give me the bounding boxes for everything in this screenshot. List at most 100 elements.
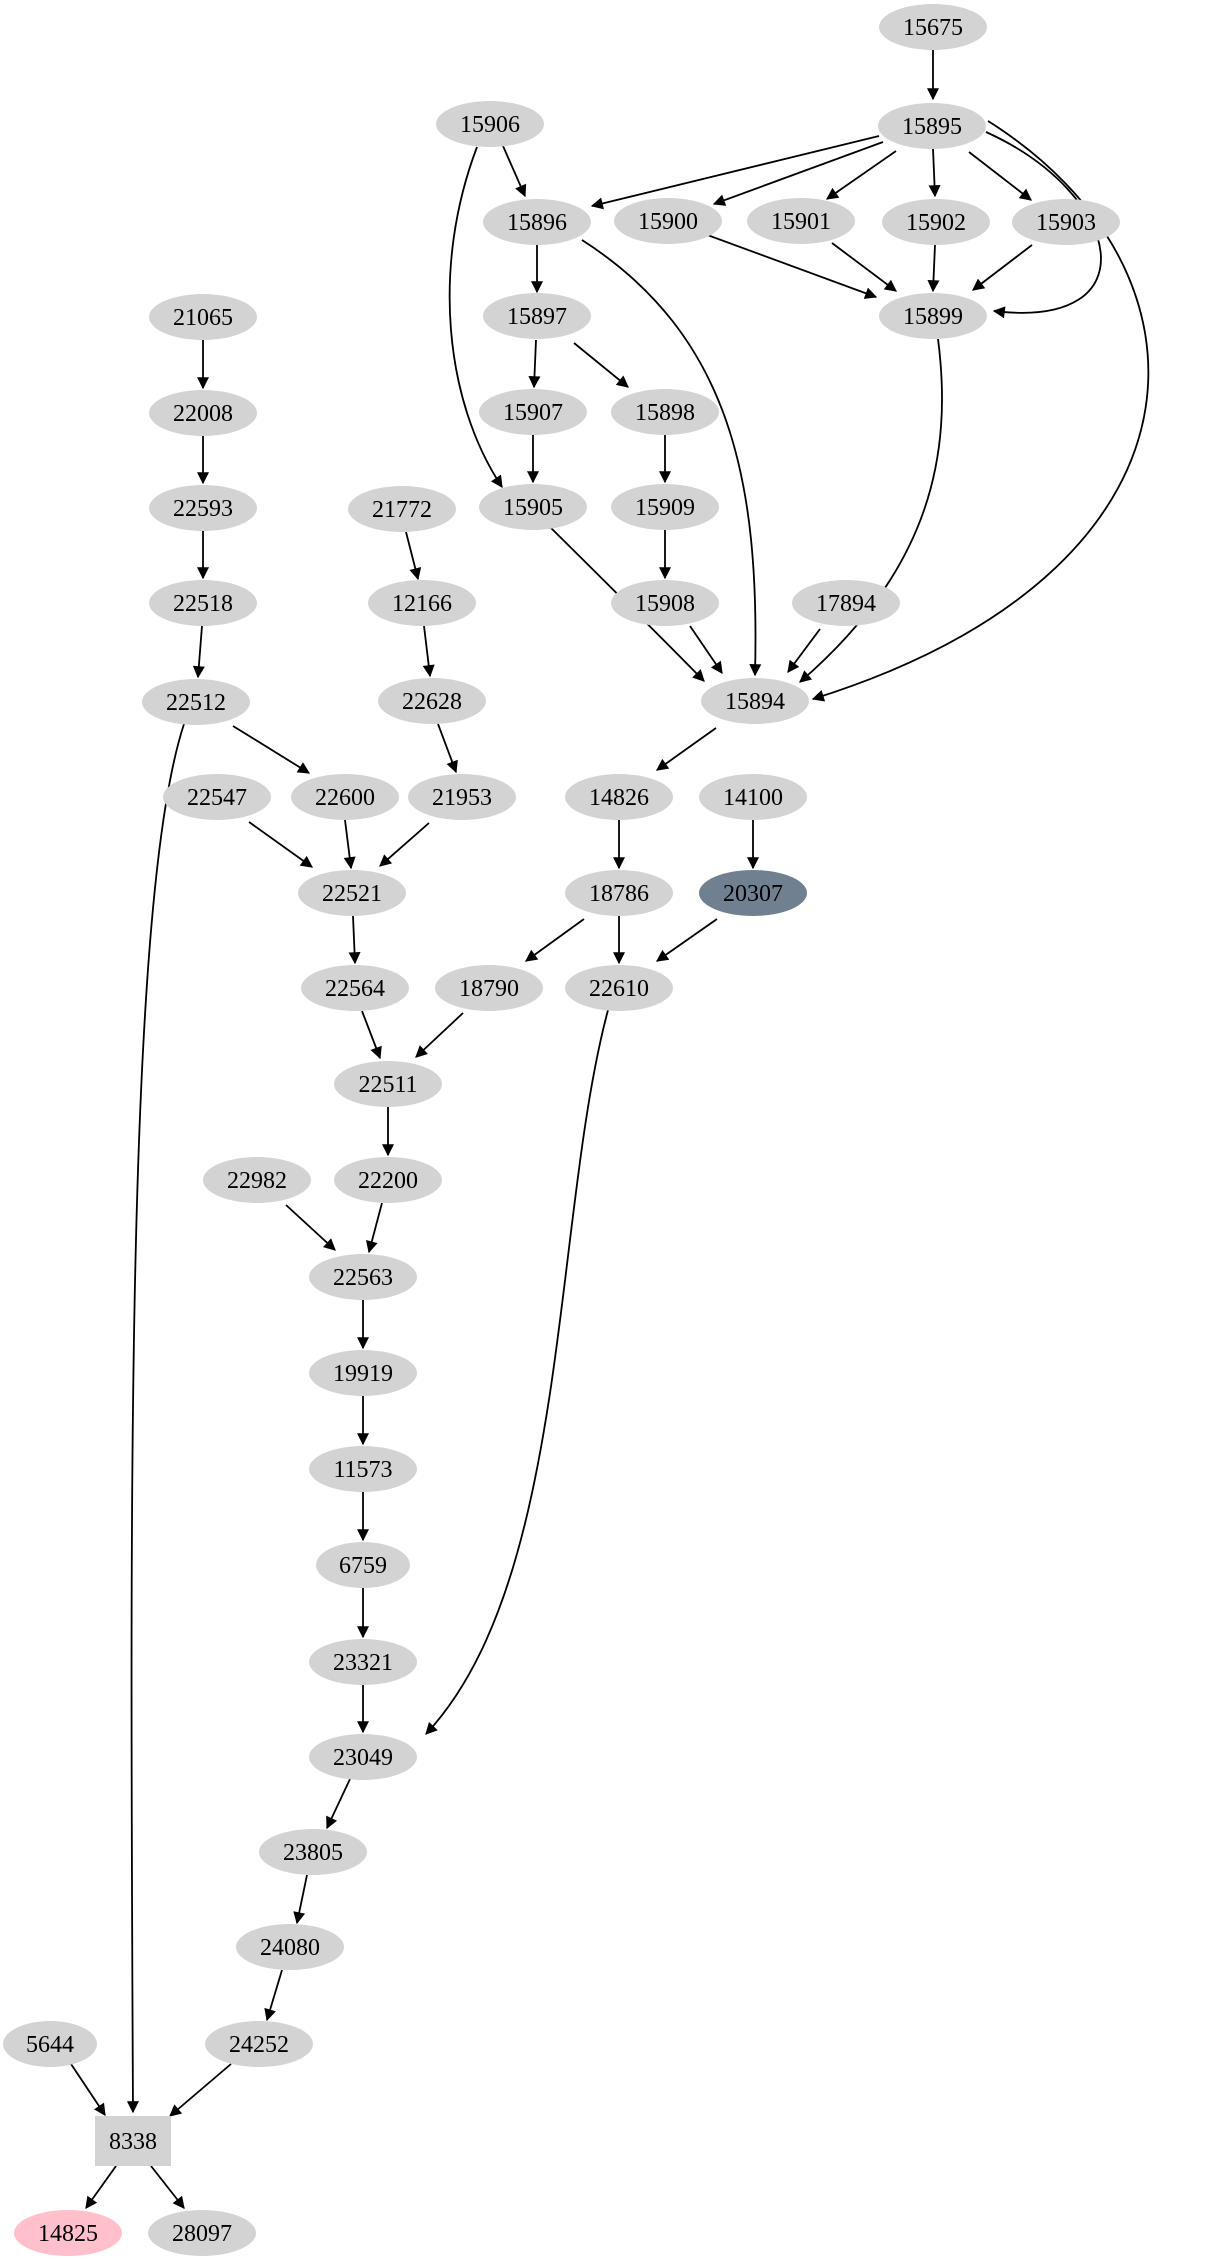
node-label: 15894 [725,689,785,715]
node-label: 22547 [187,785,247,811]
node-label: 8338 [109,2129,157,2155]
node-shape-ellipse [378,678,486,724]
node-shape-ellipse [203,1157,311,1203]
node-label: 23805 [283,1840,343,1866]
node-label: 22512 [166,690,226,716]
node-label: 21065 [173,305,233,331]
node-shape-ellipse [879,4,987,50]
edge-15896-15894 [581,239,762,677]
node-5644: 5644 [3,2021,97,2067]
edge-15894-14826 [656,727,717,771]
edge-23049-23805 [326,1778,351,1830]
edge-22512-22600 [232,725,311,774]
node-15901: 15901 [747,198,855,244]
node-label: 22628 [402,689,462,715]
node-15900: 15900 [614,198,722,244]
node-shape-ellipse [348,486,456,532]
node-15908: 15908 [611,580,719,626]
node-label: 15902 [906,210,966,236]
node-shape-ellipse [1012,199,1120,245]
node-shape-ellipse [163,774,271,820]
node-shape-ellipse [792,580,900,626]
node-28097: 28097 [148,2210,256,2256]
edge-22610-23049 [425,1009,609,1735]
node-shape-ellipse [334,1061,442,1107]
node-shape-ellipse [309,1446,417,1492]
edge-21953-22521 [379,822,430,867]
node-label: 17894 [816,591,876,617]
edge-15895-15901 [826,150,897,200]
node-label: 23049 [333,1745,393,1771]
node-label: 22521 [322,881,382,907]
node-shape-ellipse [408,774,516,820]
node-shape-ellipse [316,1542,410,1588]
node-shape-ellipse [309,1639,417,1685]
node-15894: 15894 [701,678,809,724]
node-shape-ellipse [878,103,986,149]
node-shape-ellipse [236,1924,344,1970]
node-15906: 15906 [436,101,544,147]
node-23049: 23049 [309,1734,417,1780]
edge-22521-22564 [348,915,361,965]
edge-22547-22521 [248,821,313,868]
node-shape-ellipse [149,294,257,340]
node-shape-ellipse [611,389,719,435]
node-label: 21772 [372,497,432,523]
node-label: 22563 [333,1265,393,1291]
node-shape-ellipse [14,2210,122,2256]
node-label: 15896 [507,210,567,236]
node-label: 18786 [589,881,649,907]
edge-15895-15902 [928,148,941,198]
node-label: 24080 [260,1935,320,1961]
node-23321: 23321 [309,1639,417,1685]
edge-15895-15903 [968,151,1032,201]
node-label: 28097 [172,2221,232,2247]
node-shape-ellipse [309,1734,417,1780]
node-19919: 19919 [309,1350,417,1396]
node-24080: 24080 [236,1924,344,1970]
node-15899: 15899 [879,293,987,339]
node-shape-ellipse [747,198,855,244]
node-20307: 20307 [699,870,807,916]
edge-22518-22512 [192,625,205,679]
node-18790: 18790 [435,965,543,1011]
node-label: 6759 [339,1553,387,1579]
node-15905: 15905 [479,484,587,530]
node-label: 15907 [503,400,563,426]
node-shape-ellipse [565,774,673,820]
edge-15900-15899 [701,232,878,299]
node-15895: 15895 [878,103,986,149]
edge-15895-15899 [985,131,1102,319]
node-label: 14100 [723,785,783,811]
node-label: 15901 [771,209,831,235]
edge-24080-24252 [264,1969,283,2022]
node-22563: 22563 [309,1254,417,1300]
edge-24252-8338 [169,2063,232,2117]
node-shape-box [95,2116,171,2166]
edge-8338-14825 [85,2165,117,2209]
edge-22628-21953 [437,723,458,774]
node-22593: 22593 [149,485,257,531]
node-label: 18790 [459,976,519,1002]
edge-5644-8338 [70,2063,106,2116]
edge-20307-22610 [656,918,718,962]
node-22200: 22200 [334,1157,442,1203]
edge-15902-15899 [927,244,940,293]
node-shape-ellipse [565,870,673,916]
node-shape-ellipse [699,774,807,820]
node-label: 22600 [315,785,375,811]
node-shape-ellipse [483,293,591,339]
edge-22564-22511 [361,1010,382,1060]
node-15896: 15896 [483,199,591,245]
edge-15897-15898 [573,342,629,388]
node-22564: 22564 [301,965,409,1011]
edge-15897-15907 [528,339,541,389]
node-label: 22518 [173,591,233,617]
edge-22200-22563 [365,1202,383,1254]
edge-15906-15905 [448,146,503,488]
node-12166: 12166 [368,580,476,626]
node-15675: 15675 [879,4,987,50]
edge-17894-15894 [787,628,821,673]
